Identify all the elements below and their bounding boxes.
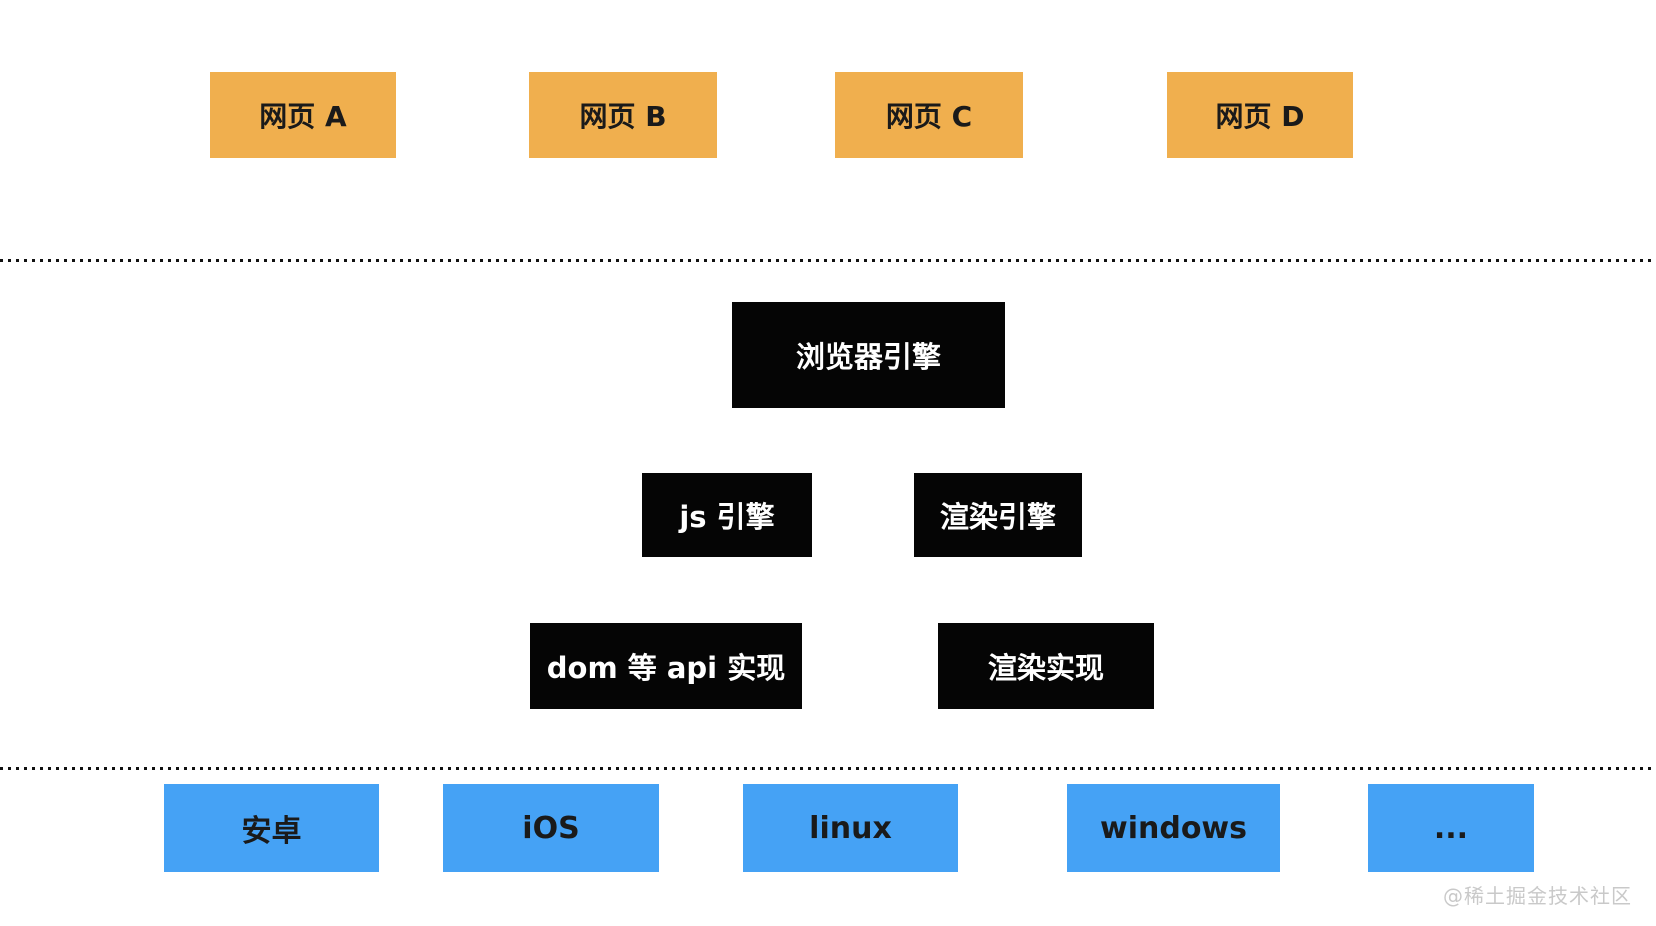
webpage-b-label: 网页 B [579, 100, 667, 133]
layer-divider-top [0, 259, 1656, 262]
js-engine-box: js 引擎 [642, 473, 812, 557]
platform-linux-label: linux [809, 810, 892, 846]
render-engine-box: 渲染引擎 [914, 473, 1082, 557]
webpage-d-label: 网页 D [1215, 100, 1305, 133]
layer-divider-bottom [0, 767, 1656, 770]
webpage-a-label: 网页 A [259, 100, 347, 133]
browser-engine-box: 浏览器引擎 [732, 302, 1005, 408]
js-engine-label: js 引擎 [679, 500, 775, 534]
platform-ios-box: iOS [443, 784, 659, 872]
platform-windows-box: windows [1067, 784, 1280, 872]
dom-api-impl-label: dom 等 api 实现 [546, 651, 786, 685]
webpage-c-label: 网页 C [885, 100, 973, 133]
browser-engine-label: 浏览器引擎 [795, 340, 941, 374]
webpage-d-box: 网页 D [1167, 72, 1353, 158]
render-impl-box: 渲染实现 [938, 623, 1154, 709]
platform-windows-label: windows [1099, 810, 1247, 846]
webpage-a-box: 网页 A [210, 72, 396, 158]
platform-linux-box: linux [743, 784, 958, 872]
platform-android-label: 安卓 [241, 814, 302, 849]
platform-others-label: ... [1433, 810, 1469, 846]
platform-ios-label: iOS [522, 810, 580, 846]
platform-others-box: ... [1368, 784, 1534, 872]
render-impl-label: 渲染实现 [987, 651, 1104, 685]
watermark: @稀土掘金技术社区 [1443, 884, 1632, 908]
dom-api-impl-box: dom 等 api 实现 [530, 623, 802, 709]
webpage-c-box: 网页 C [835, 72, 1023, 158]
render-engine-label: 渲染引擎 [939, 500, 1056, 534]
webpage-b-box: 网页 B [529, 72, 717, 158]
platform-android-box: 安卓 [164, 784, 379, 872]
